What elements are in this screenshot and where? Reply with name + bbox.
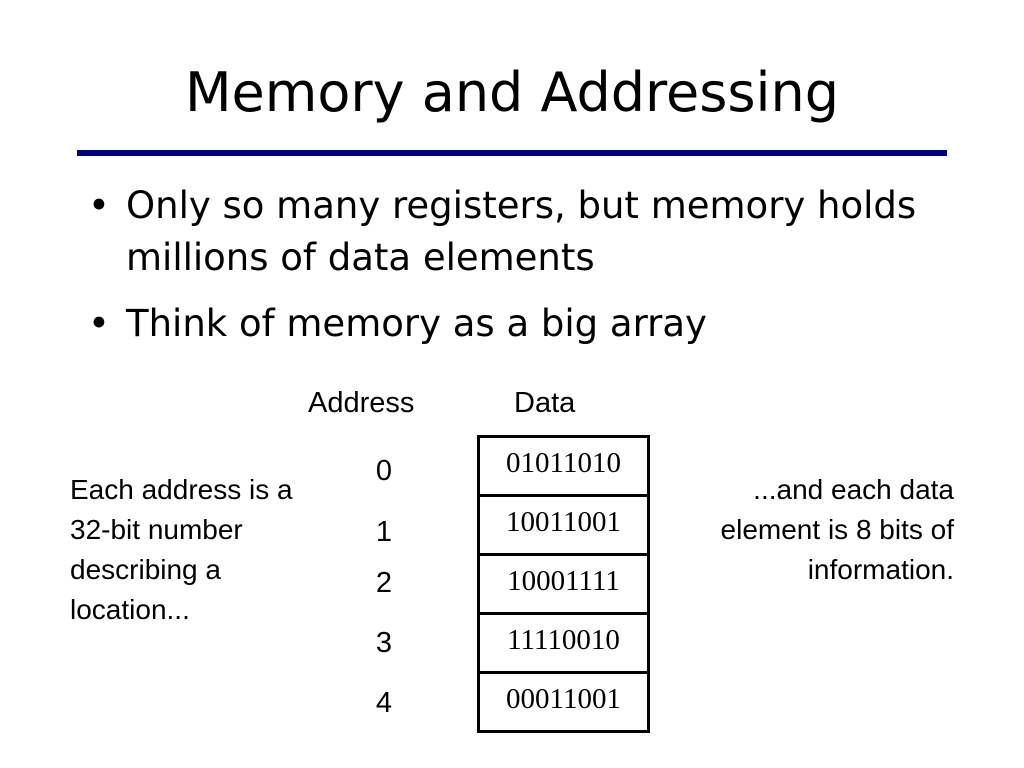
bullet-item: Think of memory as a big array bbox=[88, 298, 928, 350]
address-label: 4 bbox=[375, 687, 393, 719]
address-label: 0 bbox=[375, 455, 393, 487]
memory-cell: 11110010 bbox=[480, 615, 647, 674]
memory-cell: 10011001 bbox=[480, 497, 647, 556]
memory-cell: 01011010 bbox=[480, 438, 647, 497]
bullet-item: Only so many registers, but memory holds… bbox=[88, 180, 928, 284]
memory-cell: 10001111 bbox=[480, 556, 647, 615]
address-label: 1 bbox=[375, 516, 393, 548]
title-divider bbox=[77, 150, 947, 156]
address-header: Address bbox=[308, 387, 415, 419]
address-note: Each address is a 32-bit number describi… bbox=[70, 474, 293, 625]
memory-cell: 00011001 bbox=[506, 683, 621, 715]
address-label: 2 bbox=[375, 567, 393, 599]
bullet-list: Only so many registers, but memory holds… bbox=[88, 180, 928, 364]
address-label: 3 bbox=[375, 627, 393, 659]
slide-title: Memory and Addressing bbox=[184, 61, 840, 124]
data-header: Data bbox=[514, 387, 576, 419]
memory-table: 01011010 10011001 10001111 11110010 0001… bbox=[477, 435, 650, 733]
data-note: ...and each data element is 8 bits of in… bbox=[720, 474, 954, 585]
